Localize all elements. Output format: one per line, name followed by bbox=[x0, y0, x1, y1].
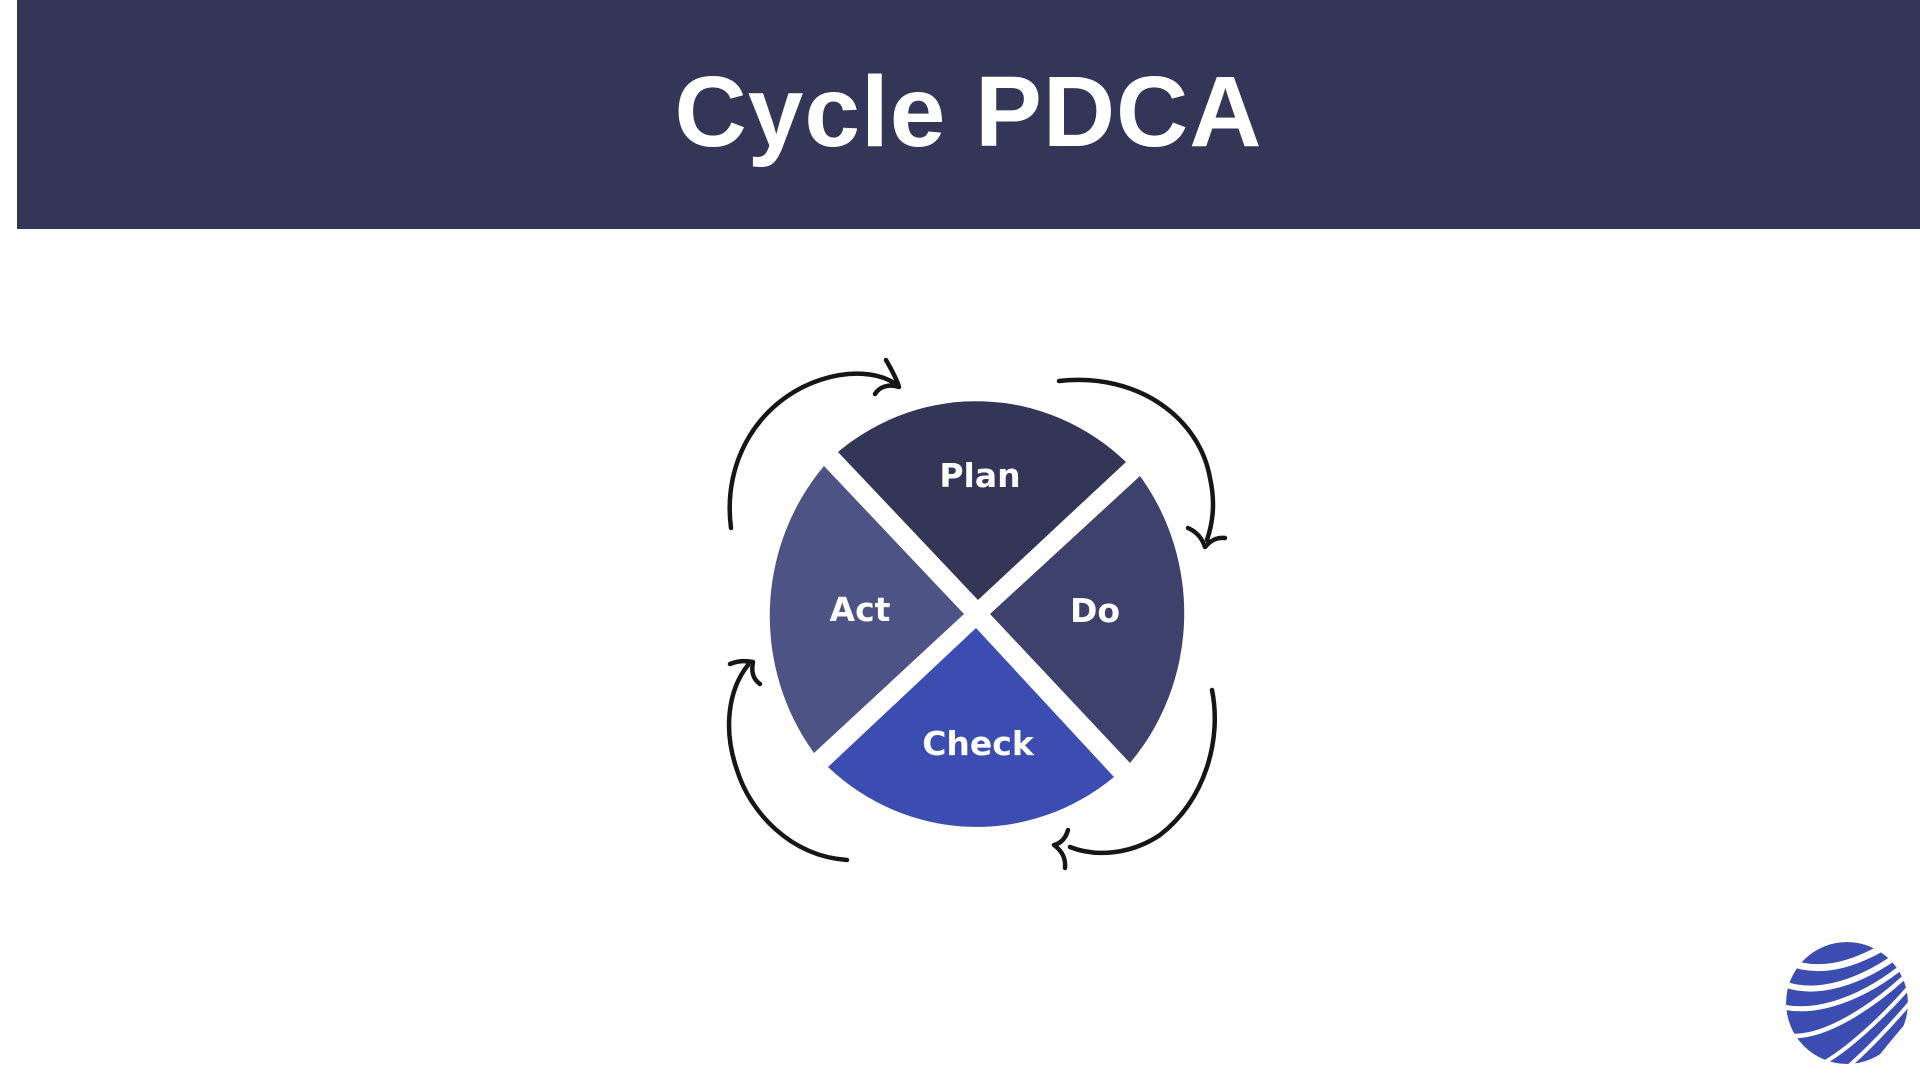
segment-check-shape bbox=[828, 628, 1114, 827]
segment-do-label: Do bbox=[1070, 591, 1120, 630]
segment-do: Do bbox=[990, 476, 1185, 763]
arrow-act-to-plan bbox=[727, 357, 902, 531]
arrow-check-to-act bbox=[726, 658, 850, 863]
segment-plan-shape bbox=[838, 401, 1126, 600]
segment-act-label: Act bbox=[830, 590, 891, 629]
page-title: Cycle PDCA bbox=[674, 55, 1263, 168]
arrow-do-to-check bbox=[1051, 687, 1217, 871]
arrow-plan-to-do bbox=[1056, 377, 1228, 550]
segment-check-label: Check bbox=[922, 724, 1035, 763]
segment-act-shape bbox=[769, 466, 964, 753]
segment-plan-label: Plan bbox=[939, 456, 1020, 495]
sphere-logo-icon bbox=[1786, 942, 1908, 1064]
segment-do-shape bbox=[990, 476, 1185, 763]
segment-check: Check bbox=[828, 628, 1114, 827]
segment-plan: Plan bbox=[838, 401, 1126, 600]
segment-act: Act bbox=[769, 466, 964, 753]
title-bar: Cycle PDCA bbox=[17, 0, 1920, 229]
